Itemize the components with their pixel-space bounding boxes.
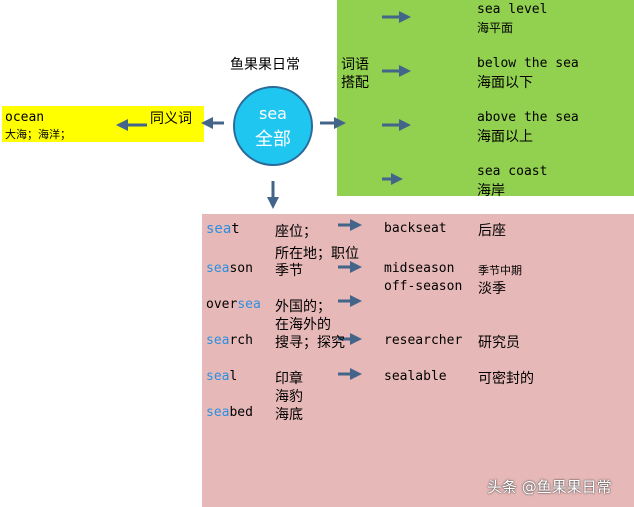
word-meaning-seat: 座位； [275, 224, 317, 240]
word-meaning2-seal: 海豹 [275, 389, 303, 405]
collocation-zh-2: 海面以下 [477, 75, 533, 91]
word-root: sea [206, 261, 230, 276]
diagram-title: 鱼果果日常 [230, 57, 300, 73]
derived-midseason: midseason [384, 261, 455, 276]
word-family-panel [202, 214, 634, 507]
collocation-zh-1: 海平面 [477, 21, 514, 35]
derived-meaning-sealable: 可密封的 [478, 371, 534, 387]
derived-backseat: backseat [384, 221, 447, 236]
word-oversea: oversea [206, 297, 261, 312]
watermark: 头条 @鱼果果日常 [487, 478, 612, 496]
word-meaning2-seat: 所在地；职位 [275, 246, 359, 262]
word-root: sea [206, 405, 230, 420]
synonym-label: 同义词 [150, 111, 192, 127]
collocation-en-4: sea coast [477, 164, 548, 179]
word-suffix: son [229, 261, 253, 276]
word-meaning-seal: 印章 [275, 371, 303, 387]
synonym-meaning: 大海；海洋； [5, 128, 71, 141]
synonym-word: ocean [5, 110, 45, 125]
derived-meaning-offseason: 淡季 [478, 281, 506, 297]
collocation-label-line1: 词语 [341, 57, 369, 73]
word-season: season [206, 261, 253, 276]
word-suffix: rch [229, 333, 253, 348]
collocation-en-1: sea level [477, 2, 548, 17]
word-suffix: bed [229, 405, 253, 420]
hub-word: sea [259, 104, 287, 123]
hub-subtitle: 全部 [255, 129, 291, 150]
word-meaning-season: 季节 [275, 263, 303, 279]
word-root: sea [206, 221, 232, 237]
word-meaning-seabed: 海底 [275, 407, 303, 423]
collocation-panel [337, 0, 634, 196]
collocation-label-line2: 搭配 [341, 75, 369, 91]
derived-offseason: off-season [384, 279, 463, 294]
word-root: sea [237, 297, 261, 312]
hub-circle: sea 全部 [233, 86, 313, 166]
word-suffix: t [231, 221, 240, 237]
derived-meaning-researcher: 研究员 [478, 335, 520, 351]
word-root: sea [206, 369, 230, 384]
word-meaning-search: 搜寻；探究 [275, 335, 345, 351]
word-seabed: seabed [206, 405, 253, 420]
derived-meaning-midseason: 季节中期 [478, 264, 522, 277]
collocation-zh-4: 海岸 [477, 183, 505, 199]
word-search: search [206, 333, 253, 348]
word-root: sea [206, 333, 230, 348]
collocation-zh-3: 海面以上 [477, 129, 533, 145]
word-seat: seat [206, 221, 240, 237]
word-meaning2-oversea: 在海外的 [275, 317, 331, 333]
derived-researcher: researcher [384, 333, 463, 348]
collocation-en-2: below the sea [477, 56, 579, 71]
word-prefix: over [206, 297, 238, 312]
synonym-panel [2, 106, 204, 142]
word-seal: seal [206, 369, 237, 384]
derived-sealable: sealable [384, 369, 447, 384]
collocation-en-3: above the sea [477, 110, 579, 125]
derived-meaning-backseat: 后座 [478, 223, 506, 239]
word-meaning-oversea: 外国的； [275, 299, 331, 315]
word-suffix: l [229, 369, 238, 384]
